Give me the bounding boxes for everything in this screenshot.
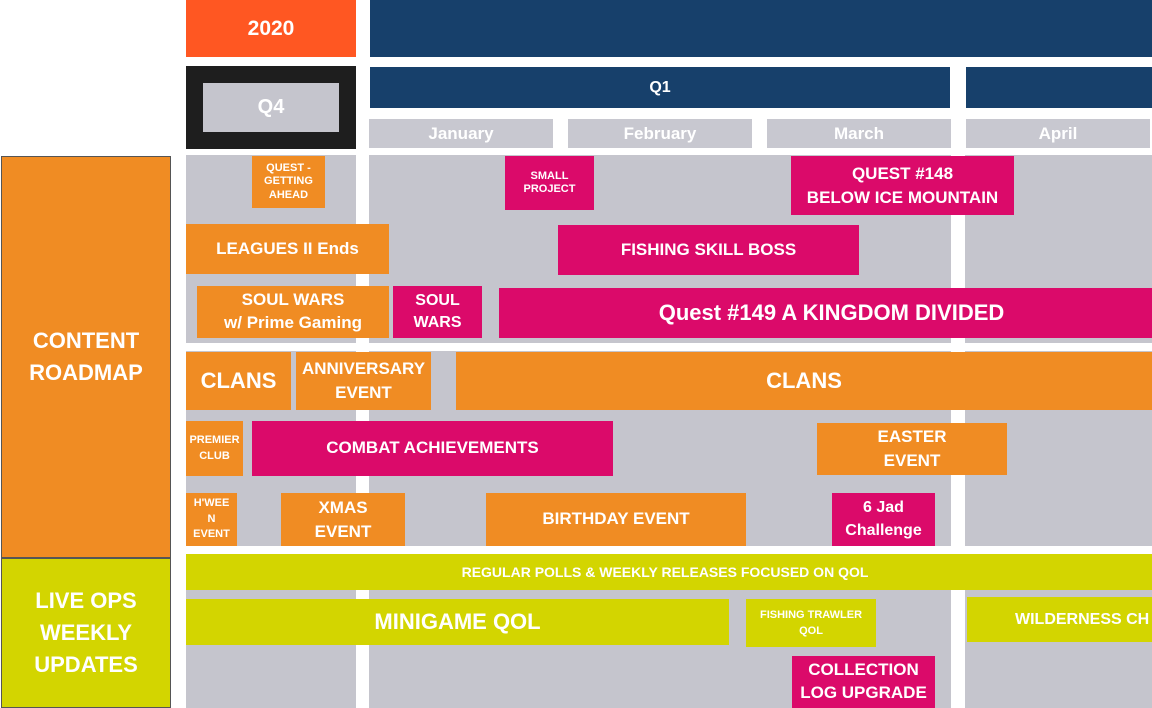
easter-event: EASTER EVENT [817, 423, 1007, 475]
year-bar [370, 0, 1152, 57]
quest-getting-ahead: QUEST - GETTING AHEAD [252, 156, 325, 208]
year-label: 2020 [186, 0, 356, 57]
combat-achievements: COMBAT ACHIEVEMENTS [252, 421, 613, 476]
regular-polls: REGULAR POLLS & WEEKLY RELEASES FOCUSED … [186, 554, 1152, 590]
jad-challenge: 6 Jad Challenge [832, 493, 935, 546]
q4-label: Q4 [203, 83, 339, 132]
clans-main: CLANS [456, 352, 1152, 410]
month-april: April [966, 119, 1150, 148]
leagues-ii-ends: LEAGUES II Ends [186, 224, 389, 274]
soul-wars: SOUL WARS [393, 286, 482, 338]
xmas-event: XMAS EVENT [281, 493, 405, 546]
month-february: February [568, 119, 752, 148]
hween-event: H'WEE N EVENT [186, 493, 237, 546]
fishing-skill-boss: FISHING SKILL BOSS [558, 225, 859, 275]
fishing-trawler-qol: FISHING TRAWLER QOL [746, 599, 876, 647]
row-separator [186, 343, 1152, 351]
live-ops-label: LIVE OPS WEEKLY UPDATES [1, 558, 171, 708]
content-roadmap-label: CONTENT ROADMAP [1, 156, 171, 558]
month-january: January [369, 119, 553, 148]
birthday-event: BIRTHDAY EVENT [486, 493, 746, 546]
q1-label: Q1 [370, 67, 950, 108]
soul-wars-prime-gaming: SOUL WARS w/ Prime Gaming [197, 286, 389, 338]
collection-log-upgrade: COLLECTION LOG UPGRADE [792, 656, 935, 708]
anniversary-event: ANNIVERSARY EVENT [296, 352, 431, 410]
quest-148: QUEST #148 BELOW ICE MOUNTAIN [791, 156, 1014, 215]
quest-149: Quest #149 A KINGDOM DIVIDED [499, 288, 1152, 338]
row-separator [186, 546, 1152, 554]
q2-bar [966, 67, 1152, 108]
wilderness-item: WILDERNESS CH [967, 597, 1152, 642]
small-project: SMALL PROJECT [505, 156, 594, 210]
minigame-qol: MINIGAME QOL [186, 599, 729, 645]
q4-frame: Q4 [186, 66, 356, 149]
premier-club: PREMIER CLUB [186, 421, 243, 476]
month-march: March [767, 119, 951, 148]
clans-left: CLANS [186, 352, 291, 410]
